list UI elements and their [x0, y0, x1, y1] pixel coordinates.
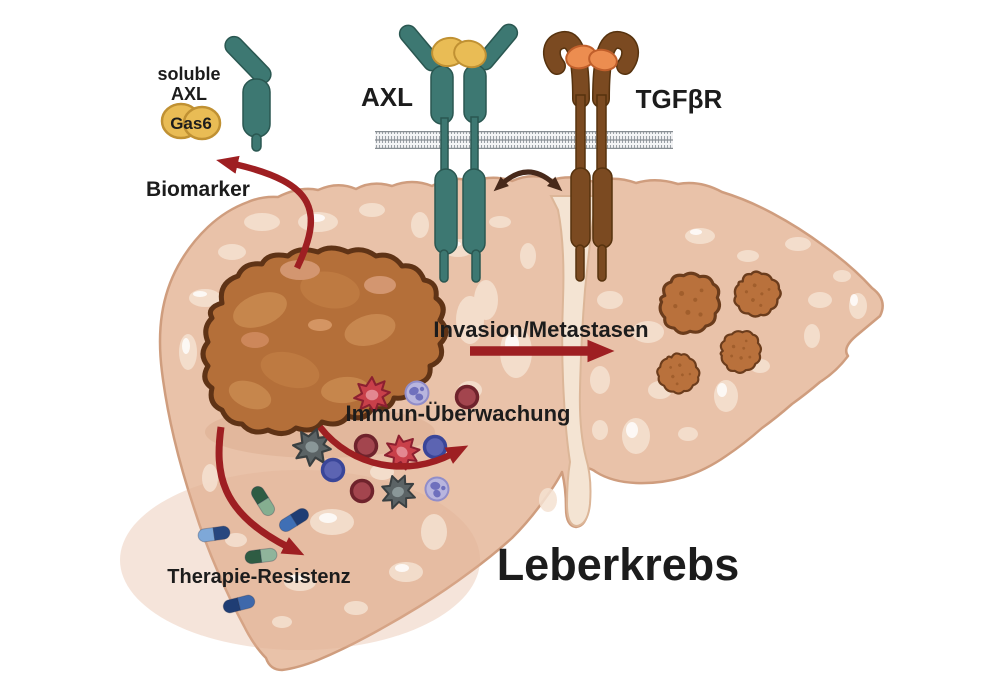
lymphocyte-icon	[320, 457, 346, 483]
soluble-axl-fragment	[224, 35, 272, 152]
pill-capsule	[278, 507, 310, 533]
label-soluble-axl: AXL	[171, 84, 207, 104]
label-invasion: Invasion/Metastasen	[433, 317, 648, 342]
pill-capsule	[244, 547, 278, 565]
lymphocyte-icon	[353, 433, 379, 459]
label-immune: Immun-Überwachung	[346, 401, 571, 426]
label-axl: AXL	[361, 82, 413, 112]
gas6-biomarker-blob	[160, 102, 222, 141]
pill-capsule	[197, 525, 231, 543]
label-soluble: soluble	[157, 64, 220, 84]
biomarker-arrow	[216, 155, 315, 270]
immune-arrow	[317, 424, 469, 470]
label-gas6: Gas6	[170, 114, 212, 133]
lymphocyte-icon	[349, 478, 375, 504]
diagram-title: Leberkrebs	[497, 539, 740, 590]
pill-capsule	[250, 485, 276, 517]
tgfb-ligand	[565, 44, 618, 72]
crosstalk-arrow	[493, 169, 563, 192]
falciform-ligament	[549, 195, 598, 528]
pills	[197, 485, 310, 614]
gas6-ligand	[431, 36, 487, 69]
therapy-arrow	[215, 426, 305, 556]
axl-receptor	[398, 23, 519, 283]
lymphocyte-icon	[422, 434, 448, 460]
tgfbr-receptor	[542, 31, 640, 282]
pill-capsule	[222, 594, 256, 614]
cell-membrane	[375, 131, 673, 149]
label-biomarker: Biomarker	[146, 178, 250, 201]
label-therapy: Therapie-Resistenz	[167, 566, 350, 588]
label-tgfbr: TGFβR	[636, 84, 723, 114]
